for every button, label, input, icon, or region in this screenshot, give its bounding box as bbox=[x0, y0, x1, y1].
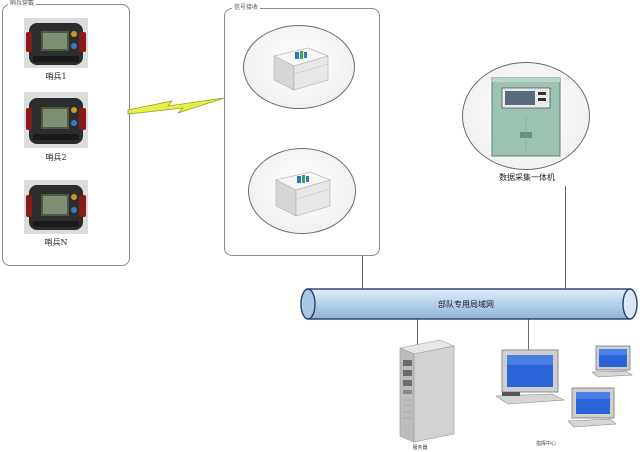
lightning-bolt-icon bbox=[127, 97, 225, 115]
network-pipe bbox=[300, 288, 638, 320]
collector-label: 数据采集一体机 bbox=[499, 173, 555, 182]
data-collector-cabinet-icon bbox=[491, 77, 561, 157]
signal-receiver-icon bbox=[273, 47, 329, 91]
server-label: 服务器 bbox=[412, 445, 428, 451]
connector-network-to-server bbox=[417, 318, 418, 350]
signal-receiver-icon bbox=[275, 171, 331, 217]
wearables-panel-caption: 哨兵穿戴 bbox=[8, 0, 37, 7]
wearable-device-2 bbox=[24, 92, 88, 148]
server-tower-icon bbox=[398, 339, 456, 443]
wearable-device-icon bbox=[24, 92, 88, 148]
wearable-device-icon bbox=[24, 180, 88, 234]
connector-network-to-workstations bbox=[528, 318, 529, 352]
receivers-panel-caption: 信号接收 bbox=[232, 4, 261, 11]
workstation-icon bbox=[592, 345, 633, 378]
connector-collector-to-network bbox=[565, 186, 566, 290]
workstations-label: 指挥中心 bbox=[535, 441, 556, 447]
network-label: 部队专用局域网 bbox=[438, 300, 494, 309]
wearable-device-1 bbox=[24, 18, 88, 68]
workstation-icon bbox=[496, 349, 566, 405]
wearable-label-2: 哨兵2 bbox=[45, 153, 67, 162]
wearable-device-icon bbox=[24, 18, 88, 68]
wearable-label-1: 哨兵1 bbox=[45, 72, 67, 81]
connector-receivers-to-network bbox=[362, 256, 363, 290]
wearable-device-n bbox=[24, 180, 88, 234]
workstation-icon bbox=[568, 387, 617, 428]
wearable-label-n: 哨兵N bbox=[44, 238, 68, 247]
